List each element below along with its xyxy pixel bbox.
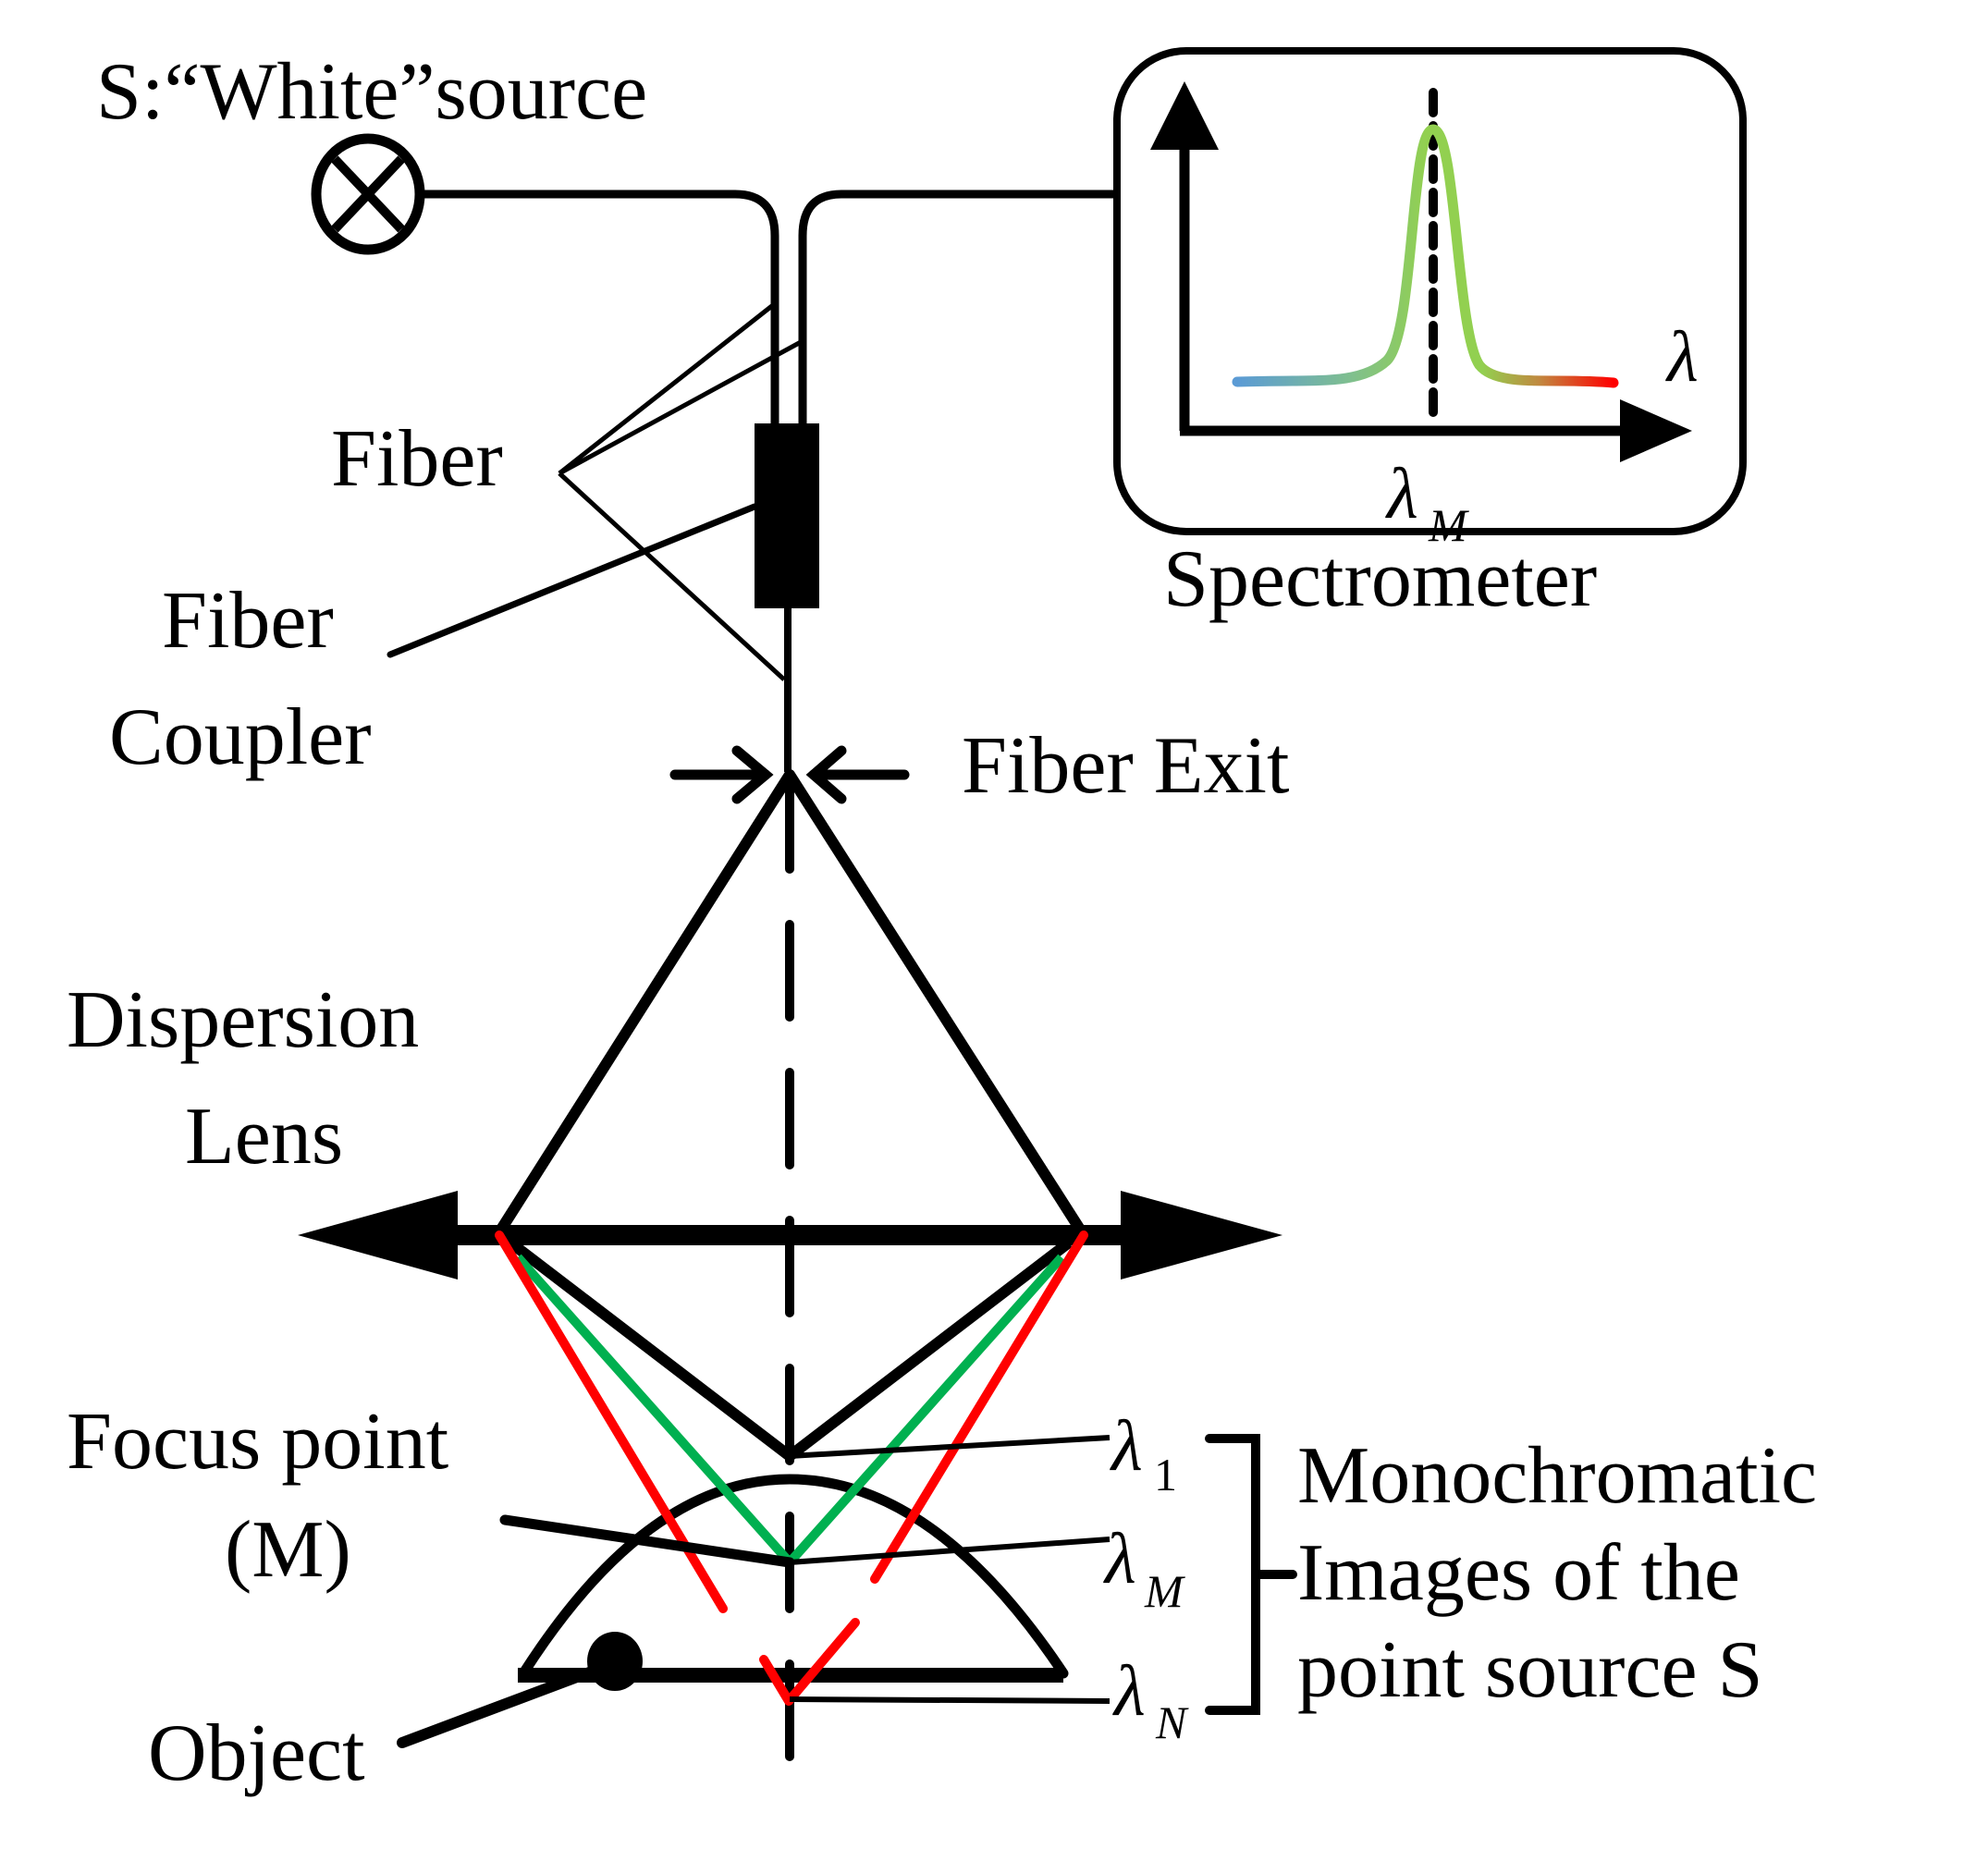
focus-point-leader-line (499, 1514, 795, 1568)
svg-text:λ: λ (1112, 1650, 1146, 1731)
fiber-leader-lines (558, 303, 803, 681)
object-surface (518, 1474, 1069, 1691)
dispersion-lens (298, 1191, 1282, 1280)
spectrum-peak-label: λ (1385, 453, 1418, 533)
output-fiber (798, 190, 1117, 423)
fiber-coupler-label-line2: Coupler (109, 692, 372, 782)
spectrum-y-arrowhead (1150, 81, 1219, 150)
wavelength-leader-lines (789, 1435, 1111, 1704)
illumination-cone (492, 769, 1089, 1239)
spectrometer-label: Spectrometer (1163, 534, 1597, 624)
spectrum-x-axis-label: λ (1665, 316, 1699, 397)
dispersion-lens-label-line2: Lens (185, 1092, 343, 1182)
wavelength-bracket (1205, 1434, 1297, 1715)
light-source-icon (311, 133, 425, 255)
lambda-1-label: λ 1 (1110, 1405, 1177, 1500)
source-label: S:“White”source (96, 47, 647, 137)
svg-text:N: N (1155, 1696, 1189, 1748)
object-label: Object (148, 1708, 365, 1798)
fiber-label: Fiber (331, 414, 503, 504)
spectrometer-plot: λ λ M (1150, 81, 1699, 551)
monochromatic-label-line2: Images of the (1297, 1528, 1740, 1618)
focus-point-label-line2: (M) (225, 1505, 351, 1595)
spectrum-curve (1232, 124, 1619, 388)
svg-text:1: 1 (1154, 1449, 1177, 1500)
fiber-exit-marker (669, 745, 910, 804)
monochromatic-label-line3: point source S (1297, 1625, 1763, 1715)
fiber-exit-label: Fiber Exit (962, 721, 1289, 811)
fiber-coupler-label-line1: Fiber (162, 576, 334, 666)
svg-text:λ: λ (1103, 1518, 1136, 1598)
svg-text:M: M (1144, 1565, 1185, 1617)
spectrum-peak-label-sub: M (1428, 499, 1469, 551)
fiber-coupler (755, 423, 819, 608)
spectrum-x-arrowhead (1620, 399, 1692, 462)
lambda-m-label: λ M (1103, 1518, 1185, 1617)
lambda-n-label: λ N (1112, 1650, 1189, 1748)
input-fiber (420, 190, 779, 423)
svg-text:λ: λ (1110, 1405, 1143, 1486)
focus-point-label-line1: Focus point (67, 1397, 448, 1487)
monochromatic-label-line1: Monochromatic (1297, 1431, 1817, 1521)
coupler-leader-line (387, 503, 758, 658)
dispersion-lens-label-line1: Dispersion (67, 975, 419, 1065)
object-leader-line (397, 1666, 597, 1748)
